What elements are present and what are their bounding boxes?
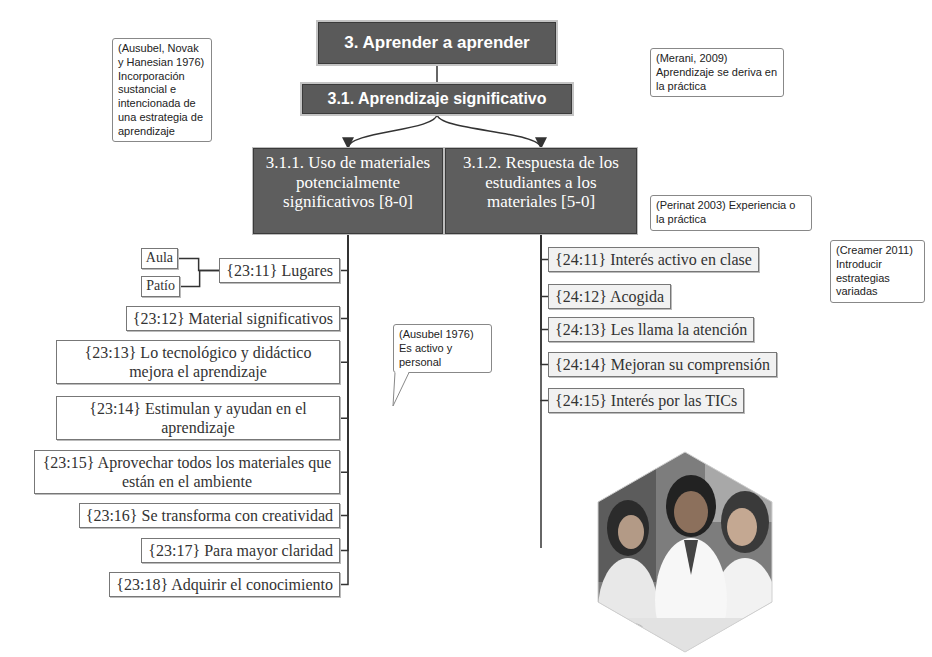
code-box: {23:12} Material significativos: [126, 306, 340, 331]
subtopic-box: 3.1. Aprendizaje significativo: [302, 84, 572, 114]
code-box: {24:15} Interés por las TICs: [548, 388, 744, 413]
connector: [541, 234, 548, 297]
connector: [340, 234, 348, 585]
code-box: {23:15} Aprovechar todos los materiales …: [34, 450, 340, 494]
node-text: (Ausubel, Novak y Hanesian 1976) Incorpo…: [118, 42, 206, 138]
photo-face: [674, 491, 708, 533]
callout-tail: [112, 141, 132, 243]
node-text: 3.1.2. Respuesta de los estudiantes a lo…: [453, 153, 629, 212]
code-box: {23:18} Adquirir el conocimiento: [109, 572, 340, 597]
callout-tail-fill: [393, 372, 409, 407]
node-text: Patío: [146, 278, 175, 295]
photo-tie: [684, 540, 698, 575]
code-box: {23:11} Lugares: [219, 258, 340, 283]
node-text: {23:17} Para mayor claridad: [148, 541, 333, 560]
citation-callout: (Perinat 2003) Experiencia o la práctica: [650, 195, 812, 231]
citation-callout: (Merani, 2009) Aprendizaje se deriva en …: [650, 48, 784, 97]
students-photo: [598, 452, 777, 657]
callout-tail: [650, 96, 670, 143]
code-box: {24:11} Interés activo en clase: [548, 247, 759, 272]
node-text: {24:11} Interés activo en clase: [555, 250, 752, 269]
connector: [541, 234, 548, 260]
photo-frame: [598, 452, 772, 652]
connector: [340, 234, 348, 319]
callout-tail-fill: [652, 229, 666, 230]
node-text: {23:12} Material significativos: [133, 309, 333, 328]
callout-tail: [830, 302, 850, 363]
citation-callout: (Creamer 2011) Introducir estrategias va…: [830, 240, 925, 303]
place-box: Patío: [141, 276, 180, 297]
photo-hair: [721, 491, 769, 553]
citation-callout: (Ausubel 1976) Es activo y personal: [393, 324, 492, 373]
node-text: (Perinat 2003) Experiencia o la práctica: [656, 199, 806, 227]
photo-face: [727, 508, 757, 546]
code-box: {23:16} Se transforma con creatividad: [79, 503, 340, 528]
node-text: (Merani, 2009) Aprendizaje se deriva en …: [656, 52, 778, 93]
code-box: {23:14} Estimulan y ayudan en el aprendi…: [56, 396, 340, 440]
node-text: {24:13} Les llama la atención: [555, 320, 747, 339]
node-text: {23:11} Lugares: [226, 261, 333, 280]
photo-hair: [666, 475, 716, 537]
node-text: {23:16} Se transforma con creatividad: [86, 506, 333, 525]
connector: [437, 114, 541, 148]
node-text: (Ausubel 1976) Es activo y personal: [399, 328, 486, 369]
connector: [340, 234, 348, 551]
code-box: {23:17} Para mayor claridad: [141, 538, 340, 563]
code-box: {24:13} Les llama la atención: [548, 317, 754, 342]
node-text: {24:15} Interés por las TICs: [555, 391, 737, 410]
photo-plate: [607, 622, 643, 634]
citation-callout: (Ausubel, Novak y Hanesian 1976) Incorpo…: [112, 38, 212, 142]
callout-tail-fill: [652, 95, 666, 96]
node-text: 3.1. Aprendizaje significativo: [311, 90, 563, 108]
callout-tail-fill: [114, 140, 128, 141]
callout-tail: [393, 372, 413, 408]
connector: [541, 234, 548, 330]
node-text: {24:12} Acogida: [555, 287, 664, 306]
photo-face: [618, 515, 644, 549]
main-topic-box: 3. Aprender a aprender: [318, 22, 556, 64]
connector: [340, 234, 348, 472]
callout-tail-line: [393, 373, 409, 407]
connector: [340, 234, 348, 362]
connector: [436, 64, 438, 84]
node-text: {24:14} Mejoran su comprensión: [555, 355, 770, 374]
category-box: 3.1.2. Respuesta de los estudiantes a lo…: [445, 148, 637, 234]
connector: [180, 271, 219, 287]
photo-hair: [607, 500, 649, 556]
node-text: {23:13} Lo tecnológico y didáctico mejor…: [63, 343, 333, 381]
connector: [340, 234, 348, 418]
connector: [348, 114, 437, 148]
trunk-extension: [540, 400, 542, 548]
photo-desk: [598, 618, 772, 657]
connector: [178, 258, 219, 270]
place-box: Aula: [141, 248, 178, 269]
node-text: 3.1.1. Uso de materiales potencialmente …: [261, 153, 435, 212]
category-box: 3.1.1. Uso de materiales potencialmente …: [253, 148, 443, 234]
connector: [340, 234, 348, 516]
connector: [340, 234, 348, 271]
node-text: Aula: [146, 250, 173, 267]
node-text: {23:14} Estimulan y ayudan en el aprendi…: [63, 399, 333, 437]
node-text: 3. Aprender a aprender: [329, 33, 545, 53]
connector: [541, 234, 548, 401]
code-box: {24:14} Mejoran su comprensión: [548, 352, 777, 377]
node-text: {23:18} Adquirir el conocimiento: [116, 575, 333, 594]
callout-tail-fill: [832, 301, 846, 302]
node-text: {23:15} Aprovechar todos los materiales …: [41, 453, 333, 491]
connector: [541, 234, 548, 365]
code-box: {23:13} Lo tecnológico y didáctico mejor…: [56, 340, 340, 384]
code-box: {24:12} Acogida: [548, 284, 671, 309]
node-text: (Creamer 2011) Introducir estrategias va…: [836, 244, 919, 299]
